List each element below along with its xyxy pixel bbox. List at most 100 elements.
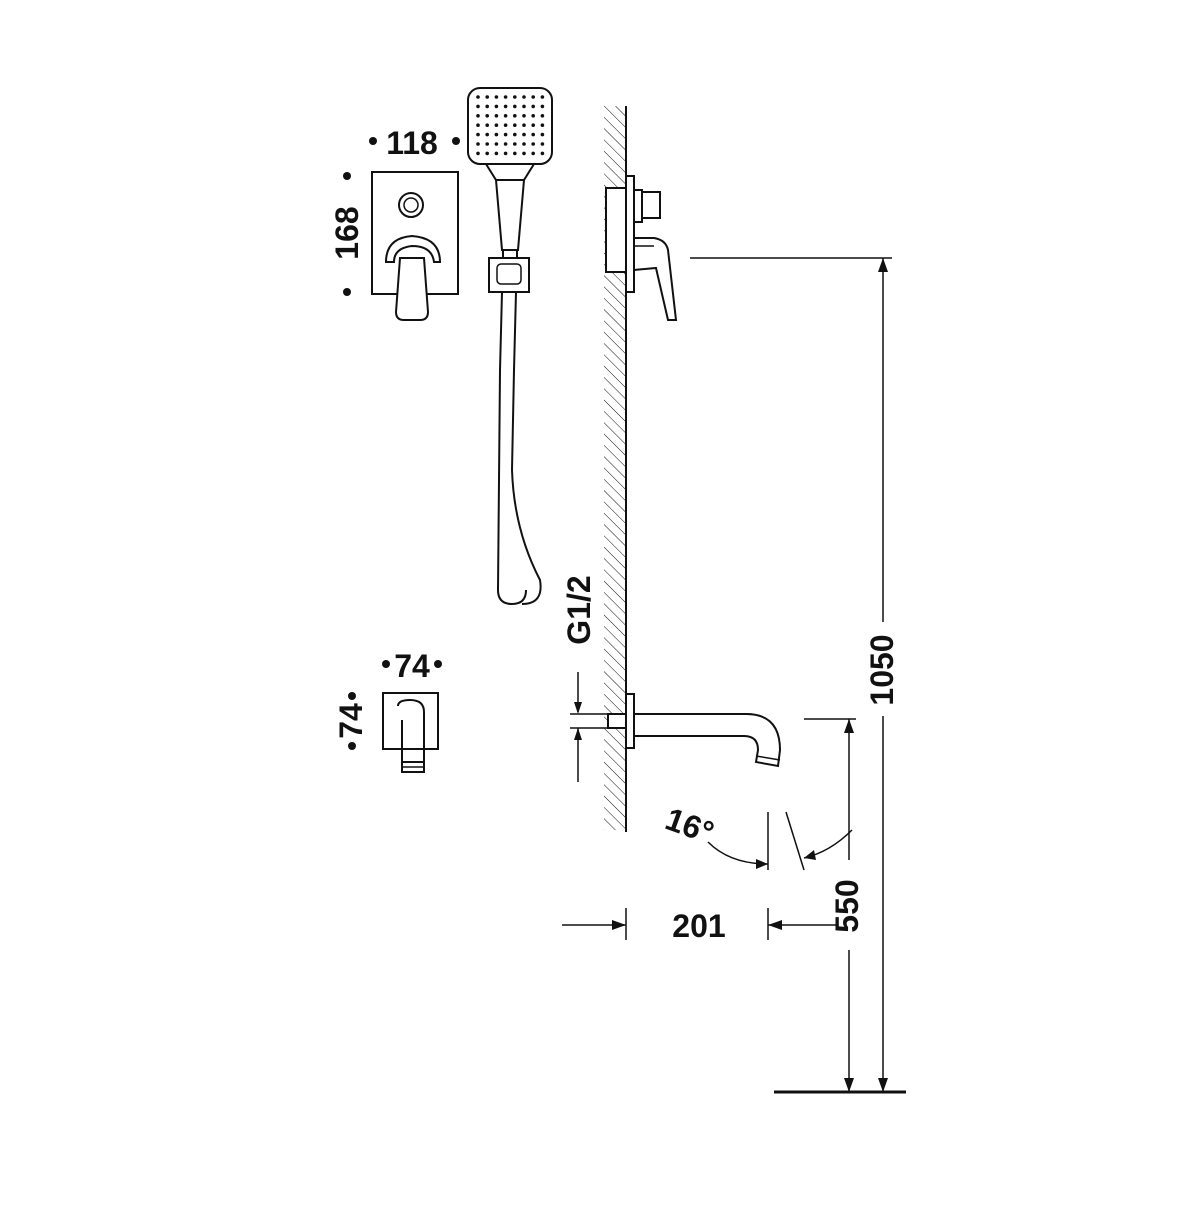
- shower-nozzle: [522, 95, 526, 99]
- shower-nozzle: [494, 142, 499, 146]
- mixer-front-view: 118 168: [329, 125, 460, 321]
- mixer-height-dimension: 1050: [690, 257, 900, 1092]
- shower-nozzle: [522, 123, 526, 127]
- shower-handle: [494, 179, 526, 251]
- shower-nozzle: [531, 132, 535, 137]
- shower-nozzle: [513, 114, 517, 118]
- mixer-plate-side: [625, 175, 635, 293]
- mixer-body-in-wall: [605, 187, 629, 273]
- shower-nozzle: [503, 151, 508, 156]
- shower-nozzle: [485, 151, 490, 156]
- spout-plate: [382, 692, 439, 750]
- spout-front-outline: [397, 698, 425, 763]
- shower-nozzle: [476, 95, 480, 99]
- shower-nozzle: [494, 104, 499, 109]
- shower-nozzle: [503, 132, 508, 137]
- shower-holder: [488, 257, 530, 293]
- shower-nozzle: [485, 104, 490, 109]
- shower-handle-joint: [502, 250, 518, 258]
- hose-outer-right: [510, 291, 542, 605]
- shower-nozzle: [531, 95, 535, 99]
- shower-nozzle: [485, 123, 490, 127]
- shower-nozzle: [485, 114, 490, 118]
- angle-dimension: 16°: [661, 800, 853, 871]
- spout-plate-side: [625, 693, 635, 749]
- shower-nozzle: [476, 142, 480, 146]
- h1050-arrow-top: [878, 258, 888, 272]
- dim-74-width-label: 74: [394, 648, 430, 684]
- shower-nozzle: [540, 95, 545, 99]
- dim-168-label: 168: [329, 206, 365, 259]
- shower-nozzle: [476, 104, 480, 109]
- shower-nozzle: [540, 104, 545, 109]
- dim-74w-dot-right: [434, 660, 442, 668]
- shower-nozzle: [494, 123, 499, 127]
- shower-nozzle: [485, 95, 490, 99]
- mixer-height-label: 1050: [864, 634, 900, 705]
- shower-nozzle: [540, 114, 545, 118]
- dim-74-height-label: 74: [333, 703, 369, 739]
- shower-nozzle: [540, 151, 545, 156]
- spout-side: [633, 713, 782, 768]
- h550-arrow-top: [844, 719, 854, 733]
- shower-nozzle: [522, 114, 526, 118]
- dim-168-dot-top: [343, 172, 351, 180]
- dim-74h-dot-bottom: [348, 742, 356, 750]
- mixer-lever-handle: [394, 257, 430, 321]
- shower-nozzle: [485, 142, 490, 146]
- g12-label: G1/2: [561, 575, 597, 644]
- shower-nozzle: [531, 142, 535, 146]
- shower-nozzle: [513, 132, 517, 137]
- angle-stream-line: [785, 811, 805, 871]
- diverter-knob-inner: [403, 197, 419, 213]
- shower-nozzle: [531, 114, 535, 118]
- shower-holder-inner: [496, 263, 522, 285]
- shower-nozzle: [494, 95, 499, 99]
- projection-label: 201: [672, 908, 725, 944]
- shower-nozzle: [540, 142, 545, 146]
- shower-nozzle: [513, 95, 517, 99]
- shower-nozzle: [531, 123, 535, 127]
- dim-118-dot-left: [369, 137, 377, 145]
- shower-nozzle: [522, 132, 526, 137]
- shower-nozzle: [513, 123, 517, 127]
- shower-nozzle: [476, 132, 480, 137]
- hand-shower: [467, 87, 553, 606]
- shower-neck: [484, 163, 536, 181]
- shower-head: [467, 87, 553, 165]
- g12-arrow-top: [574, 702, 582, 714]
- diverter-side-base: [633, 189, 643, 223]
- dim-74w-dot-left: [382, 660, 390, 668]
- dim-118-label: 118: [386, 125, 438, 161]
- shower-nozzle: [494, 114, 499, 118]
- shower-nozzle: [531, 151, 535, 156]
- g12-arrow-bottom: [574, 728, 582, 740]
- shower-nozzle: [476, 123, 480, 127]
- shower-nozzle: [531, 104, 535, 109]
- shower-nozzle: [494, 132, 499, 137]
- spout-side-view: [607, 693, 782, 768]
- spout-height-label: 550: [829, 879, 865, 932]
- shower-nozzle: [494, 151, 499, 156]
- shower-nozzle: [513, 104, 517, 109]
- shower-nozzle: [476, 151, 480, 156]
- wall-hatch: [604, 106, 626, 830]
- shower-nozzle: [476, 114, 480, 118]
- proj-arrow-left: [612, 920, 626, 930]
- shower-nozzle: [485, 132, 490, 137]
- connection-dimension: G1/2: [561, 575, 610, 782]
- shower-nozzle: [540, 132, 545, 137]
- mixer-side-view: [605, 175, 678, 321]
- h1050-arrow-bottom: [878, 1078, 888, 1092]
- shower-nozzle: [503, 95, 508, 99]
- mixer-lever-base: [384, 234, 442, 263]
- shower-nozzle: [503, 104, 508, 109]
- shower-nozzle: [503, 114, 508, 118]
- shower-nozzle: [503, 142, 508, 146]
- dim-74h-dot-top: [348, 692, 356, 700]
- spout-height-dimension: 550: [804, 718, 865, 1092]
- diverter-knob: [398, 192, 424, 218]
- shower-nozzle: [522, 151, 526, 156]
